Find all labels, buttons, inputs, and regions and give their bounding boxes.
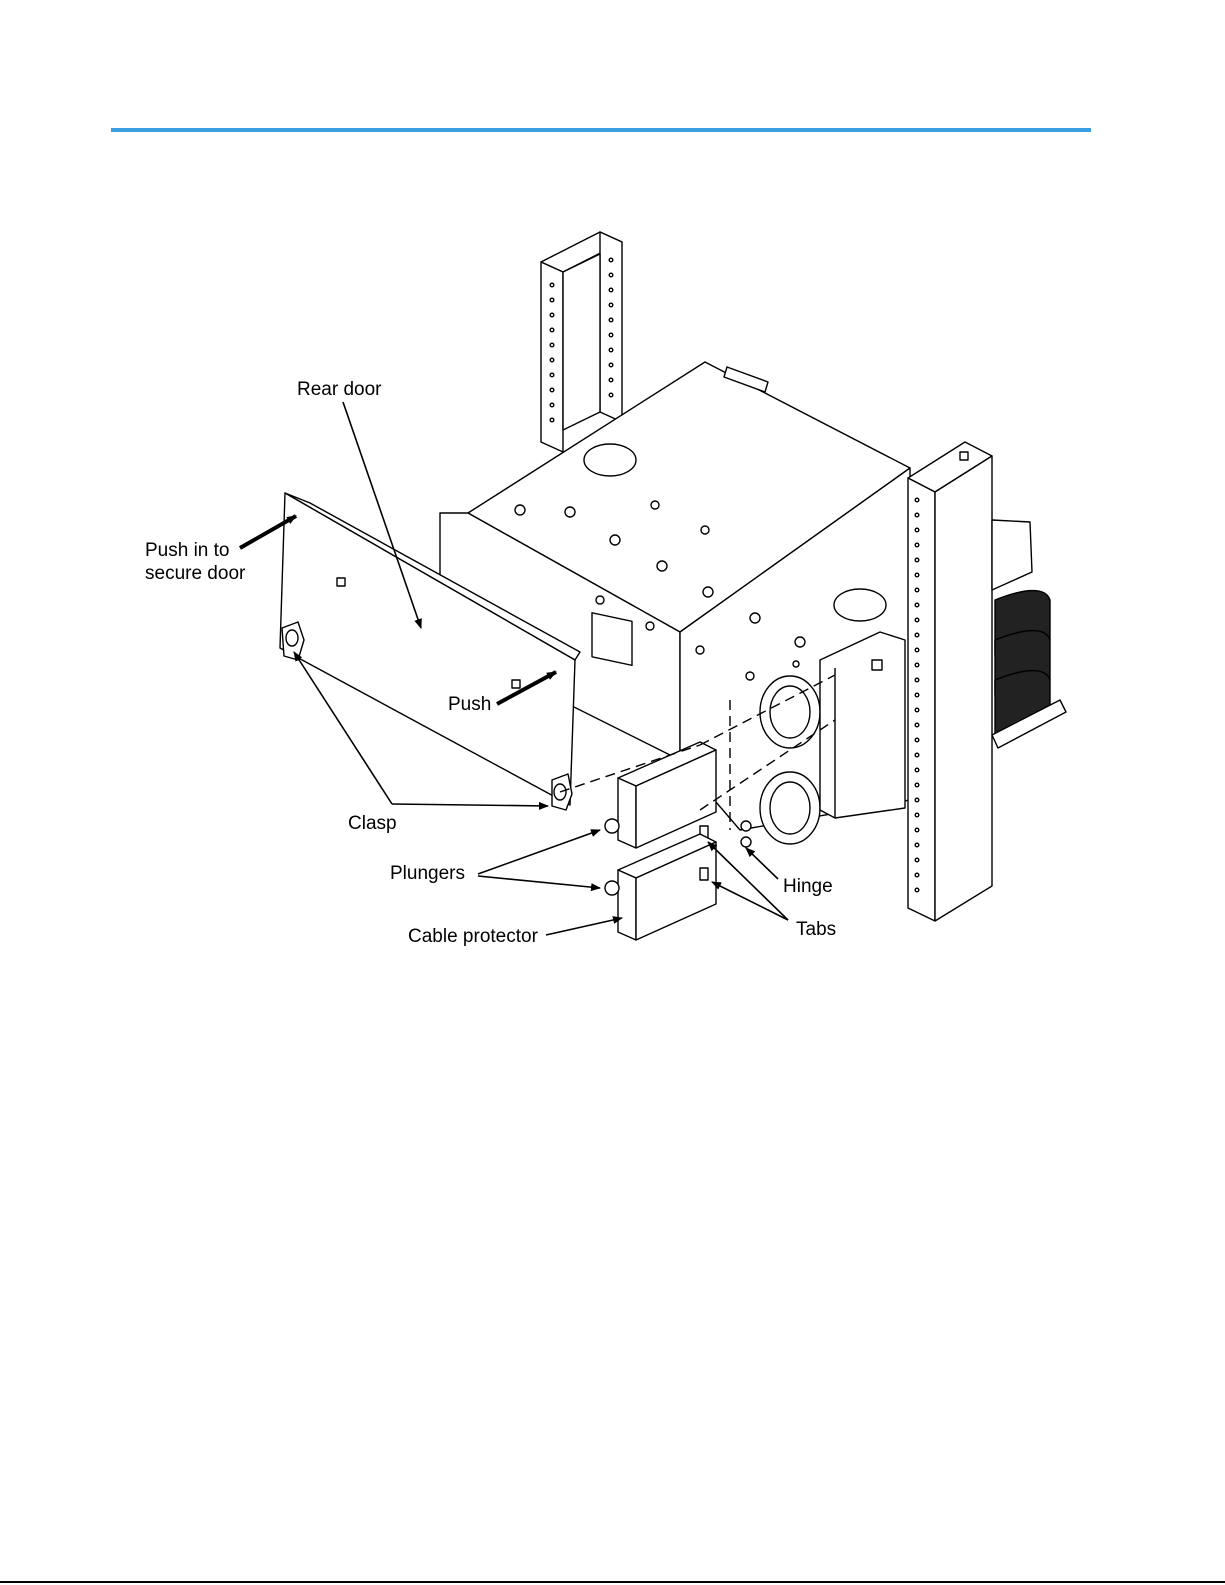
label-push-in-line2: secure door — [145, 563, 245, 585]
rear-rack-rail — [541, 232, 622, 452]
label-plungers: Plungers — [390, 863, 465, 885]
label-hinge: Hinge — [783, 876, 833, 898]
label-tabs: Tabs — [796, 919, 836, 941]
cable-protector-lower — [605, 834, 716, 940]
hinge — [741, 821, 751, 847]
cable-protector-upper — [605, 742, 716, 848]
cable-fingers — [992, 520, 1066, 748]
label-cable-protector: Cable protector — [408, 926, 538, 948]
label-push: Push — [448, 694, 491, 716]
label-rear-door: Rear door — [297, 379, 382, 401]
label-push-in-line1: Push in to — [145, 540, 230, 562]
front-rack-rail — [908, 442, 992, 921]
footer-rule — [0, 1581, 1225, 1583]
label-clasp: Clasp — [348, 813, 397, 835]
